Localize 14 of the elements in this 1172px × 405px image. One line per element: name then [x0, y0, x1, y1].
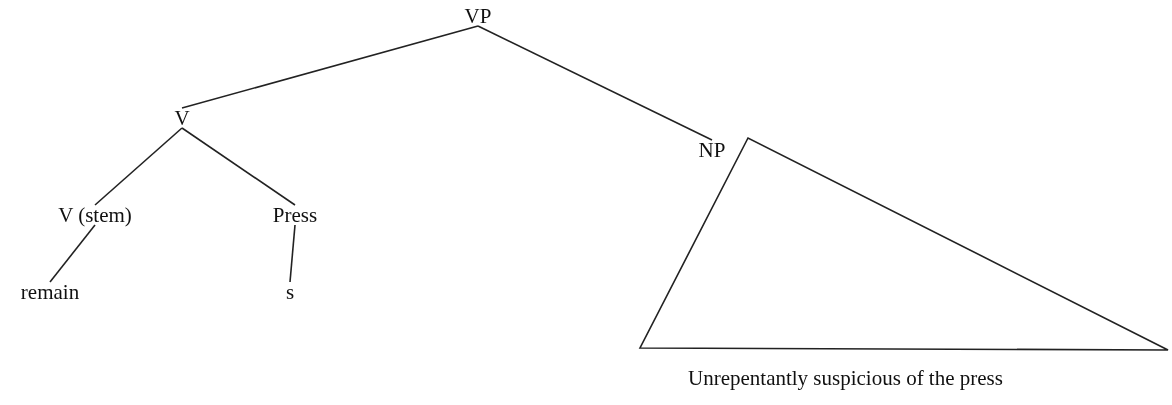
- tree-branch-line: [181, 127, 296, 206]
- tree-node-label: VP: [464, 4, 492, 28]
- tree-branch-line: [94, 127, 183, 206]
- tree-node-label: remain: [20, 280, 80, 304]
- phrase-text: Unrepentantly suspicious of the press: [688, 366, 1003, 391]
- tree-branch-line: [181, 25, 479, 109]
- tree-node-label: Press: [272, 203, 318, 227]
- tree-branch-line: [289, 224, 296, 283]
- tree-branch-line: [477, 25, 713, 141]
- tree-node-label: V: [174, 106, 190, 130]
- tree-branch-line: [49, 224, 96, 283]
- tree-node-label: NP: [698, 138, 726, 162]
- tree-node-label: s: [285, 280, 295, 304]
- tree-node-label: V (stem): [58, 203, 132, 227]
